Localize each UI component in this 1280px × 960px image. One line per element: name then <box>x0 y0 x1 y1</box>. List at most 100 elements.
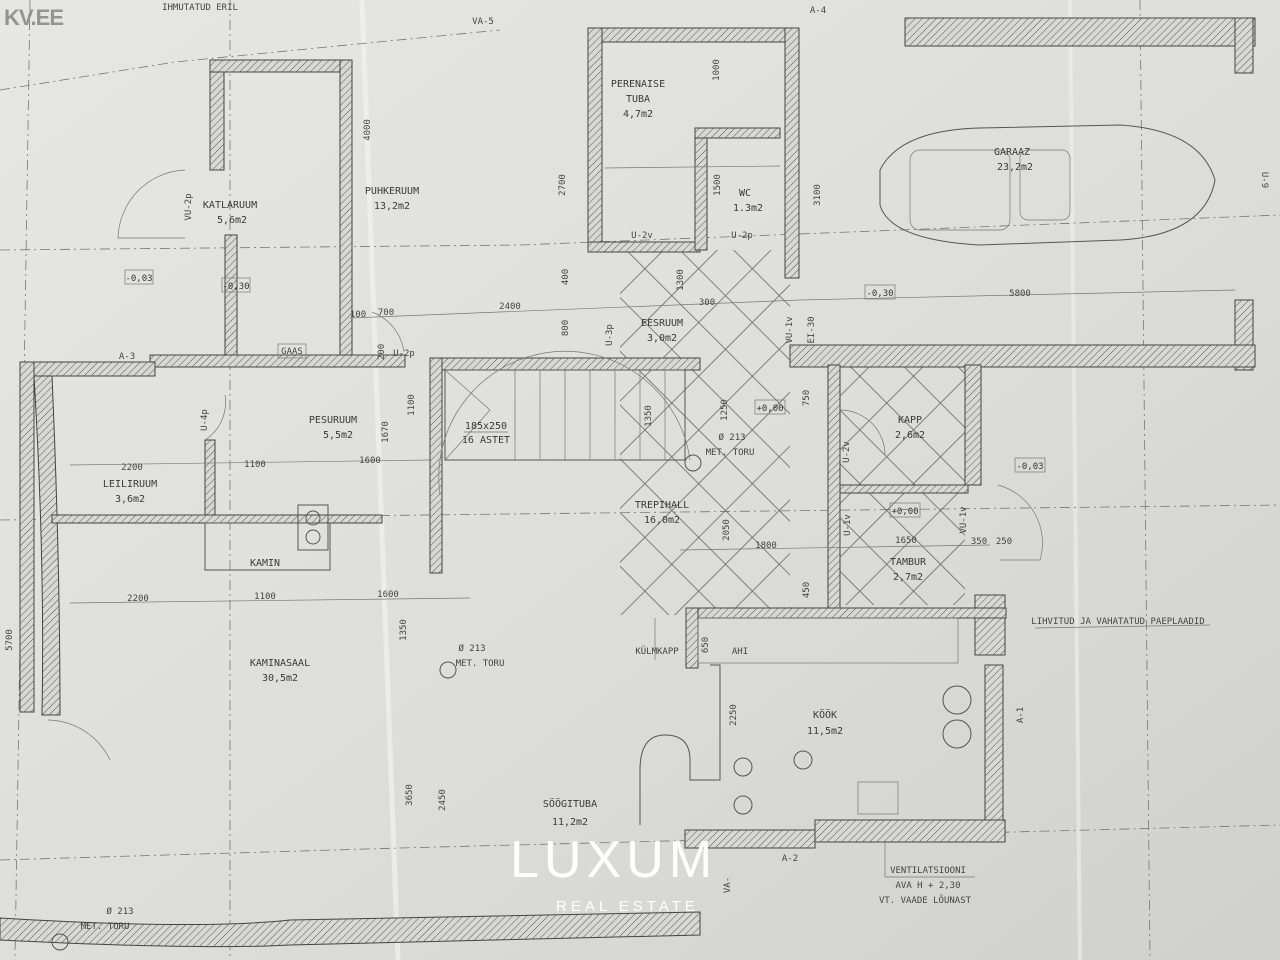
dimension: 1600 <box>359 456 381 466</box>
level-marks: -0,03 -0,30 -0,30 +0,00 +0,00 -0,03 <box>124 269 1046 518</box>
dimension: 2200 <box>127 594 149 604</box>
kitchen-furniture <box>639 617 972 825</box>
note-vent: VT. VAADE LÕUNAST <box>879 894 972 906</box>
dimension: 100 <box>350 310 366 320</box>
door-code: VU-1v <box>785 316 795 343</box>
room-garaaz-name: GARAAZ <box>994 147 1030 158</box>
door-code: U-1v <box>843 514 853 536</box>
fold-crease <box>359 0 401 960</box>
level-mark: +0,00 <box>756 404 783 414</box>
door-codes: VU-2p U-2p U-3p U-2v U-2p U-4p VU-1v EI-… <box>184 193 969 535</box>
dimension: 2400 <box>499 302 521 312</box>
dimension: 750 <box>802 390 812 406</box>
door-code: VU-2p <box>184 193 194 220</box>
axis-mark: A-2 <box>782 854 798 864</box>
room-kook-name: KÖÖK <box>813 708 837 721</box>
dimension: 400 <box>561 269 571 285</box>
note-top: IHMUTATUD ERIL <box>162 3 238 13</box>
dimension: 650 <box>701 637 711 653</box>
car-outline <box>879 124 1216 246</box>
dimension: 3650 <box>405 784 415 806</box>
room-garaaz-area: 23,2m2 <box>997 162 1033 173</box>
room-trepihall-area: 16,0m2 <box>644 515 680 526</box>
gaas-label: GAAS <box>281 347 303 357</box>
axis-mark: VA-5 <box>472 17 494 27</box>
door-swings <box>47 169 1043 761</box>
kamin-label: KAMIN <box>250 558 280 569</box>
dimension: 700 <box>378 308 394 318</box>
room-leiliruum-name: LEILIRUUM <box>103 479 157 490</box>
pipe-label: MET. TORU <box>456 659 505 669</box>
room-tuba-name: TUBA <box>626 94 650 105</box>
notes: IHMUTATUD ERIL LIHVITUD JA VAHATATUD PAE… <box>162 3 1211 906</box>
room-wc-name: WC <box>739 188 751 199</box>
note-vent: AVA H + 2,30 <box>895 881 960 891</box>
room-katlaruum-name: KATLARUUM <box>203 200 257 211</box>
door-code: U-2p <box>393 349 415 359</box>
door-code: U-2v <box>842 441 852 463</box>
fireplace <box>204 504 331 571</box>
axis-mark: A-4 <box>810 6 826 16</box>
axis-mark: U-9 <box>1259 172 1269 188</box>
dimension: 1500 <box>713 174 723 196</box>
dimension: 1250 <box>720 399 730 421</box>
note-floor: LIHVITUD JA VAHATATUD PAEPLAADID <box>1031 617 1204 627</box>
staircase[interactable] <box>444 369 686 461</box>
room-pesuruum-name: PESURUUM <box>309 415 357 426</box>
pipe-labels: Ø 213 MET. TORU Ø 213 MET. TORU Ø 213 ME… <box>81 432 755 932</box>
room-soogituba-name: SÖÖGITUBA <box>543 797 597 810</box>
axis-mark: VA- <box>723 877 733 893</box>
note-vent: VENTILATSIOONI <box>890 866 966 876</box>
dimension: 1600 <box>377 590 399 600</box>
door-code: U-4p <box>200 409 210 431</box>
dimension: 300 <box>699 298 715 308</box>
dimension: 4000 <box>363 119 373 141</box>
level-mark: -0,03 <box>1016 462 1043 472</box>
dimension: 2450 <box>438 789 448 811</box>
pipe-diameter: Ø 213 <box>106 906 133 917</box>
room-kook-area: 11,5m2 <box>807 726 843 737</box>
door-code: U-2v <box>631 231 653 241</box>
pipe-label: MET. TORU <box>706 448 755 458</box>
room-kapp-area: 2,6m2 <box>895 430 925 441</box>
dimension: 1350 <box>399 619 409 641</box>
dimension: 1350 <box>644 405 654 427</box>
pipe-icon <box>51 933 69 951</box>
axis-mark: A-3 <box>119 352 135 362</box>
level-mark: -0,30 <box>222 282 249 292</box>
room-soogituba-area: 11,2m2 <box>552 817 588 828</box>
door-code: EI-30 <box>807 316 817 343</box>
dimension: 800 <box>561 320 571 336</box>
dimension: 2050 <box>722 519 732 541</box>
room-leiliruum-area: 3,6m2 <box>115 494 145 505</box>
room-katlaruum-area: 5,6m2 <box>217 215 247 226</box>
room-tambur-area: 2,7m2 <box>893 572 923 583</box>
luxum-subtitle: REAL ESTATE <box>556 898 699 915</box>
pipe-label: MET. TORU <box>81 922 130 932</box>
pipe-diameter: Ø 213 <box>718 432 745 443</box>
ahi-label: AHI <box>732 647 748 657</box>
kulmkapp-label: KÜLMKAPP <box>635 646 679 657</box>
dimension: 1300 <box>676 269 686 291</box>
pipe-diameter: Ø 213 <box>458 643 485 654</box>
dimension: 1670 <box>381 421 391 443</box>
dimension: 450 <box>802 582 812 598</box>
room-trepihall-name: TREPIHALL <box>635 500 689 511</box>
room-wc-area: 1.3m2 <box>733 203 763 214</box>
pipe-icon <box>684 454 702 472</box>
dimension: 1100 <box>244 460 266 470</box>
room-kaminasaal-area: 30,5m2 <box>262 673 298 684</box>
pipe-markers <box>51 454 702 951</box>
room-kaminasaal-name: KAMINASAAL <box>250 658 310 669</box>
fixture-labels: 185x250 16 ASTET KAMIN GAAS KÜLMKAPP AHI <box>250 343 748 657</box>
room-perenaise-name: PERENAISE <box>611 79 665 90</box>
stairs-steps: 16 ASTET <box>462 435 510 446</box>
door-code: U-2p <box>731 231 753 241</box>
axis-marks: A-3 VA-5 A-4 A-1 A-2 VA- U-9 <box>119 6 1269 893</box>
door-code: VU-1v <box>959 506 969 533</box>
dimension: 200 <box>377 344 387 360</box>
axis-mark: A-1 <box>1016 707 1026 723</box>
door-code: U-3p <box>605 324 615 346</box>
room-kapp-name: KAPP <box>898 415 922 426</box>
